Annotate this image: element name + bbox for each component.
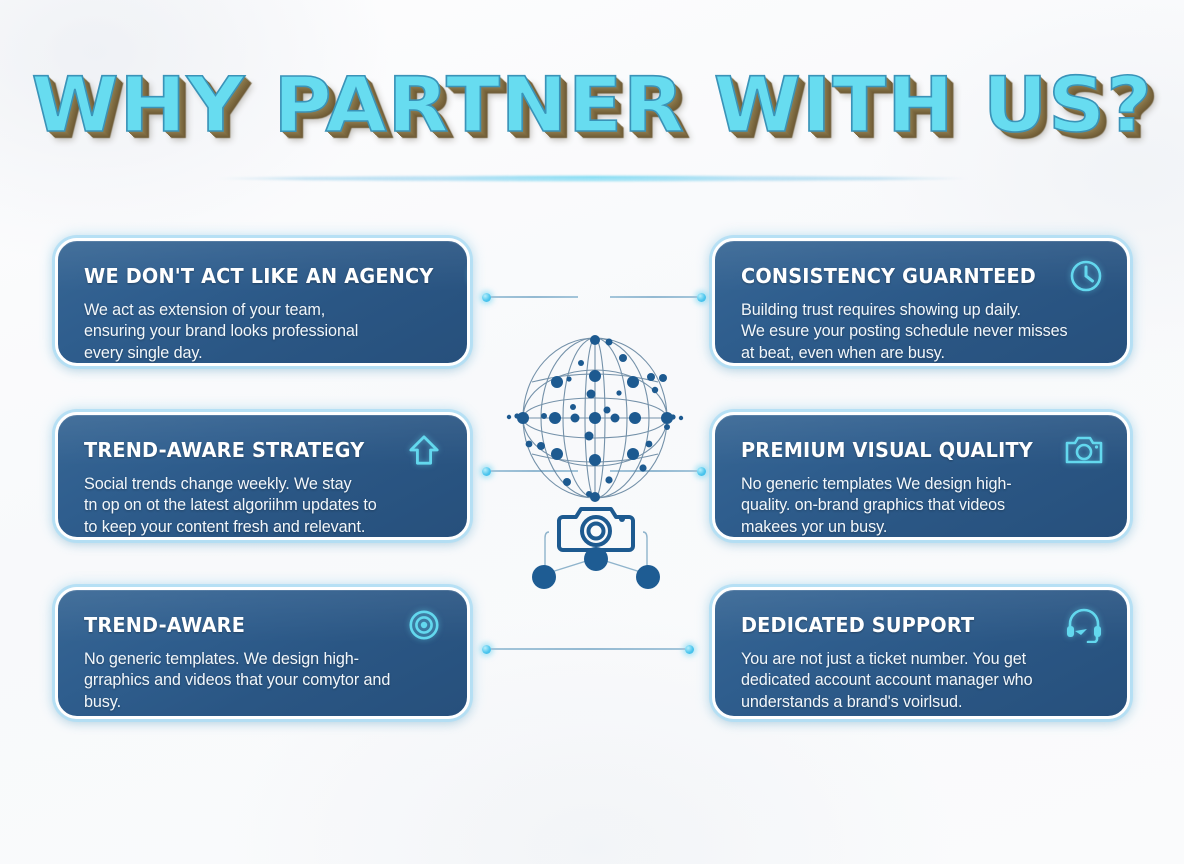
connector-line xyxy=(610,296,697,298)
feature-card-dedicated-support[interactable]: DEDICATED SUPPORT You are not just a tic… xyxy=(712,587,1130,719)
connector-line xyxy=(491,470,578,472)
page-title-container: WHY PARTNER WITH US? xyxy=(0,59,1184,150)
card-title: TREND-AWARE STRATEGY xyxy=(84,438,365,462)
camera-icon xyxy=(1063,431,1105,469)
card-header: TREND-AWARE xyxy=(84,606,445,644)
connector-line xyxy=(610,470,697,472)
feature-card-we-dont-act-like-an-agency[interactable]: WE DON'T ACT LIKE AN AGENCY We act as ex… xyxy=(55,238,470,366)
network-globe-icon xyxy=(495,332,695,504)
card-body: Social trends change weekly. We stay tn … xyxy=(84,475,377,536)
feature-card-trend-aware-strategy[interactable]: TREND-AWARE STRATEGY Social trends chang… xyxy=(55,412,470,540)
card-title: DEDICATED SUPPORT xyxy=(741,613,975,637)
title-divider xyxy=(215,176,970,181)
page-title: WHY PARTNER WITH US? xyxy=(30,59,1153,150)
connector-row1-right xyxy=(610,292,706,302)
connector-row3-left xyxy=(482,644,694,654)
clock-icon xyxy=(1065,257,1107,295)
card-header: WE DON'T ACT LIKE AN AGENCY xyxy=(84,257,445,295)
feature-card-premium-visual-quality[interactable]: PREMIUM VISUAL QUALITY No generic templa… xyxy=(712,412,1130,540)
connector-row2-right xyxy=(610,466,706,476)
card-body: You are not just a ticket number. You ge… xyxy=(741,650,1033,711)
camera-network-icon xyxy=(523,500,669,600)
feature-card-trend-aware[interactable]: TREND-AWARE No generic templates. We des… xyxy=(55,587,470,719)
card-header: TREND-AWARE STRATEGY xyxy=(84,431,445,469)
connector-row2-left xyxy=(482,466,578,476)
card-title: PREMIUM VISUAL QUALITY xyxy=(741,438,1033,462)
card-header: PREMIUM VISUAL QUALITY xyxy=(741,431,1105,469)
feature-card-consistency-guarnteed[interactable]: CONSISTENCY GUARNTEED Building trust req… xyxy=(712,238,1130,366)
up-arrow-icon xyxy=(403,431,445,469)
card-title: TREND-AWARE xyxy=(84,613,246,637)
card-body: Building trust requires showing up daily… xyxy=(741,301,1068,362)
connector-dot xyxy=(482,466,491,476)
card-header: CONSISTENCY GUARNTEED xyxy=(741,257,1105,295)
card-header: DEDICATED SUPPORT xyxy=(741,606,1105,644)
card-title: CONSISTENCY GUARNTEED xyxy=(741,264,1036,288)
target-icon xyxy=(403,606,445,644)
connector-dot xyxy=(697,292,706,302)
headset-icon xyxy=(1063,606,1105,644)
handshake-icon xyxy=(466,257,467,295)
card-body: No generic templates We design high- qua… xyxy=(741,475,1012,536)
card-body: No generic templates. We design high- gr… xyxy=(84,650,391,711)
connector-dot xyxy=(482,292,491,302)
connector-line xyxy=(491,648,685,650)
connector-dot xyxy=(697,466,706,476)
connector-dot xyxy=(685,644,694,654)
connector-dot xyxy=(482,644,491,654)
connector-line xyxy=(491,296,578,298)
card-body: We act as extension of your team, ensuri… xyxy=(84,301,359,362)
card-title: WE DON'T ACT LIKE AN AGENCY xyxy=(84,264,434,288)
connector-row1-left xyxy=(482,292,578,302)
